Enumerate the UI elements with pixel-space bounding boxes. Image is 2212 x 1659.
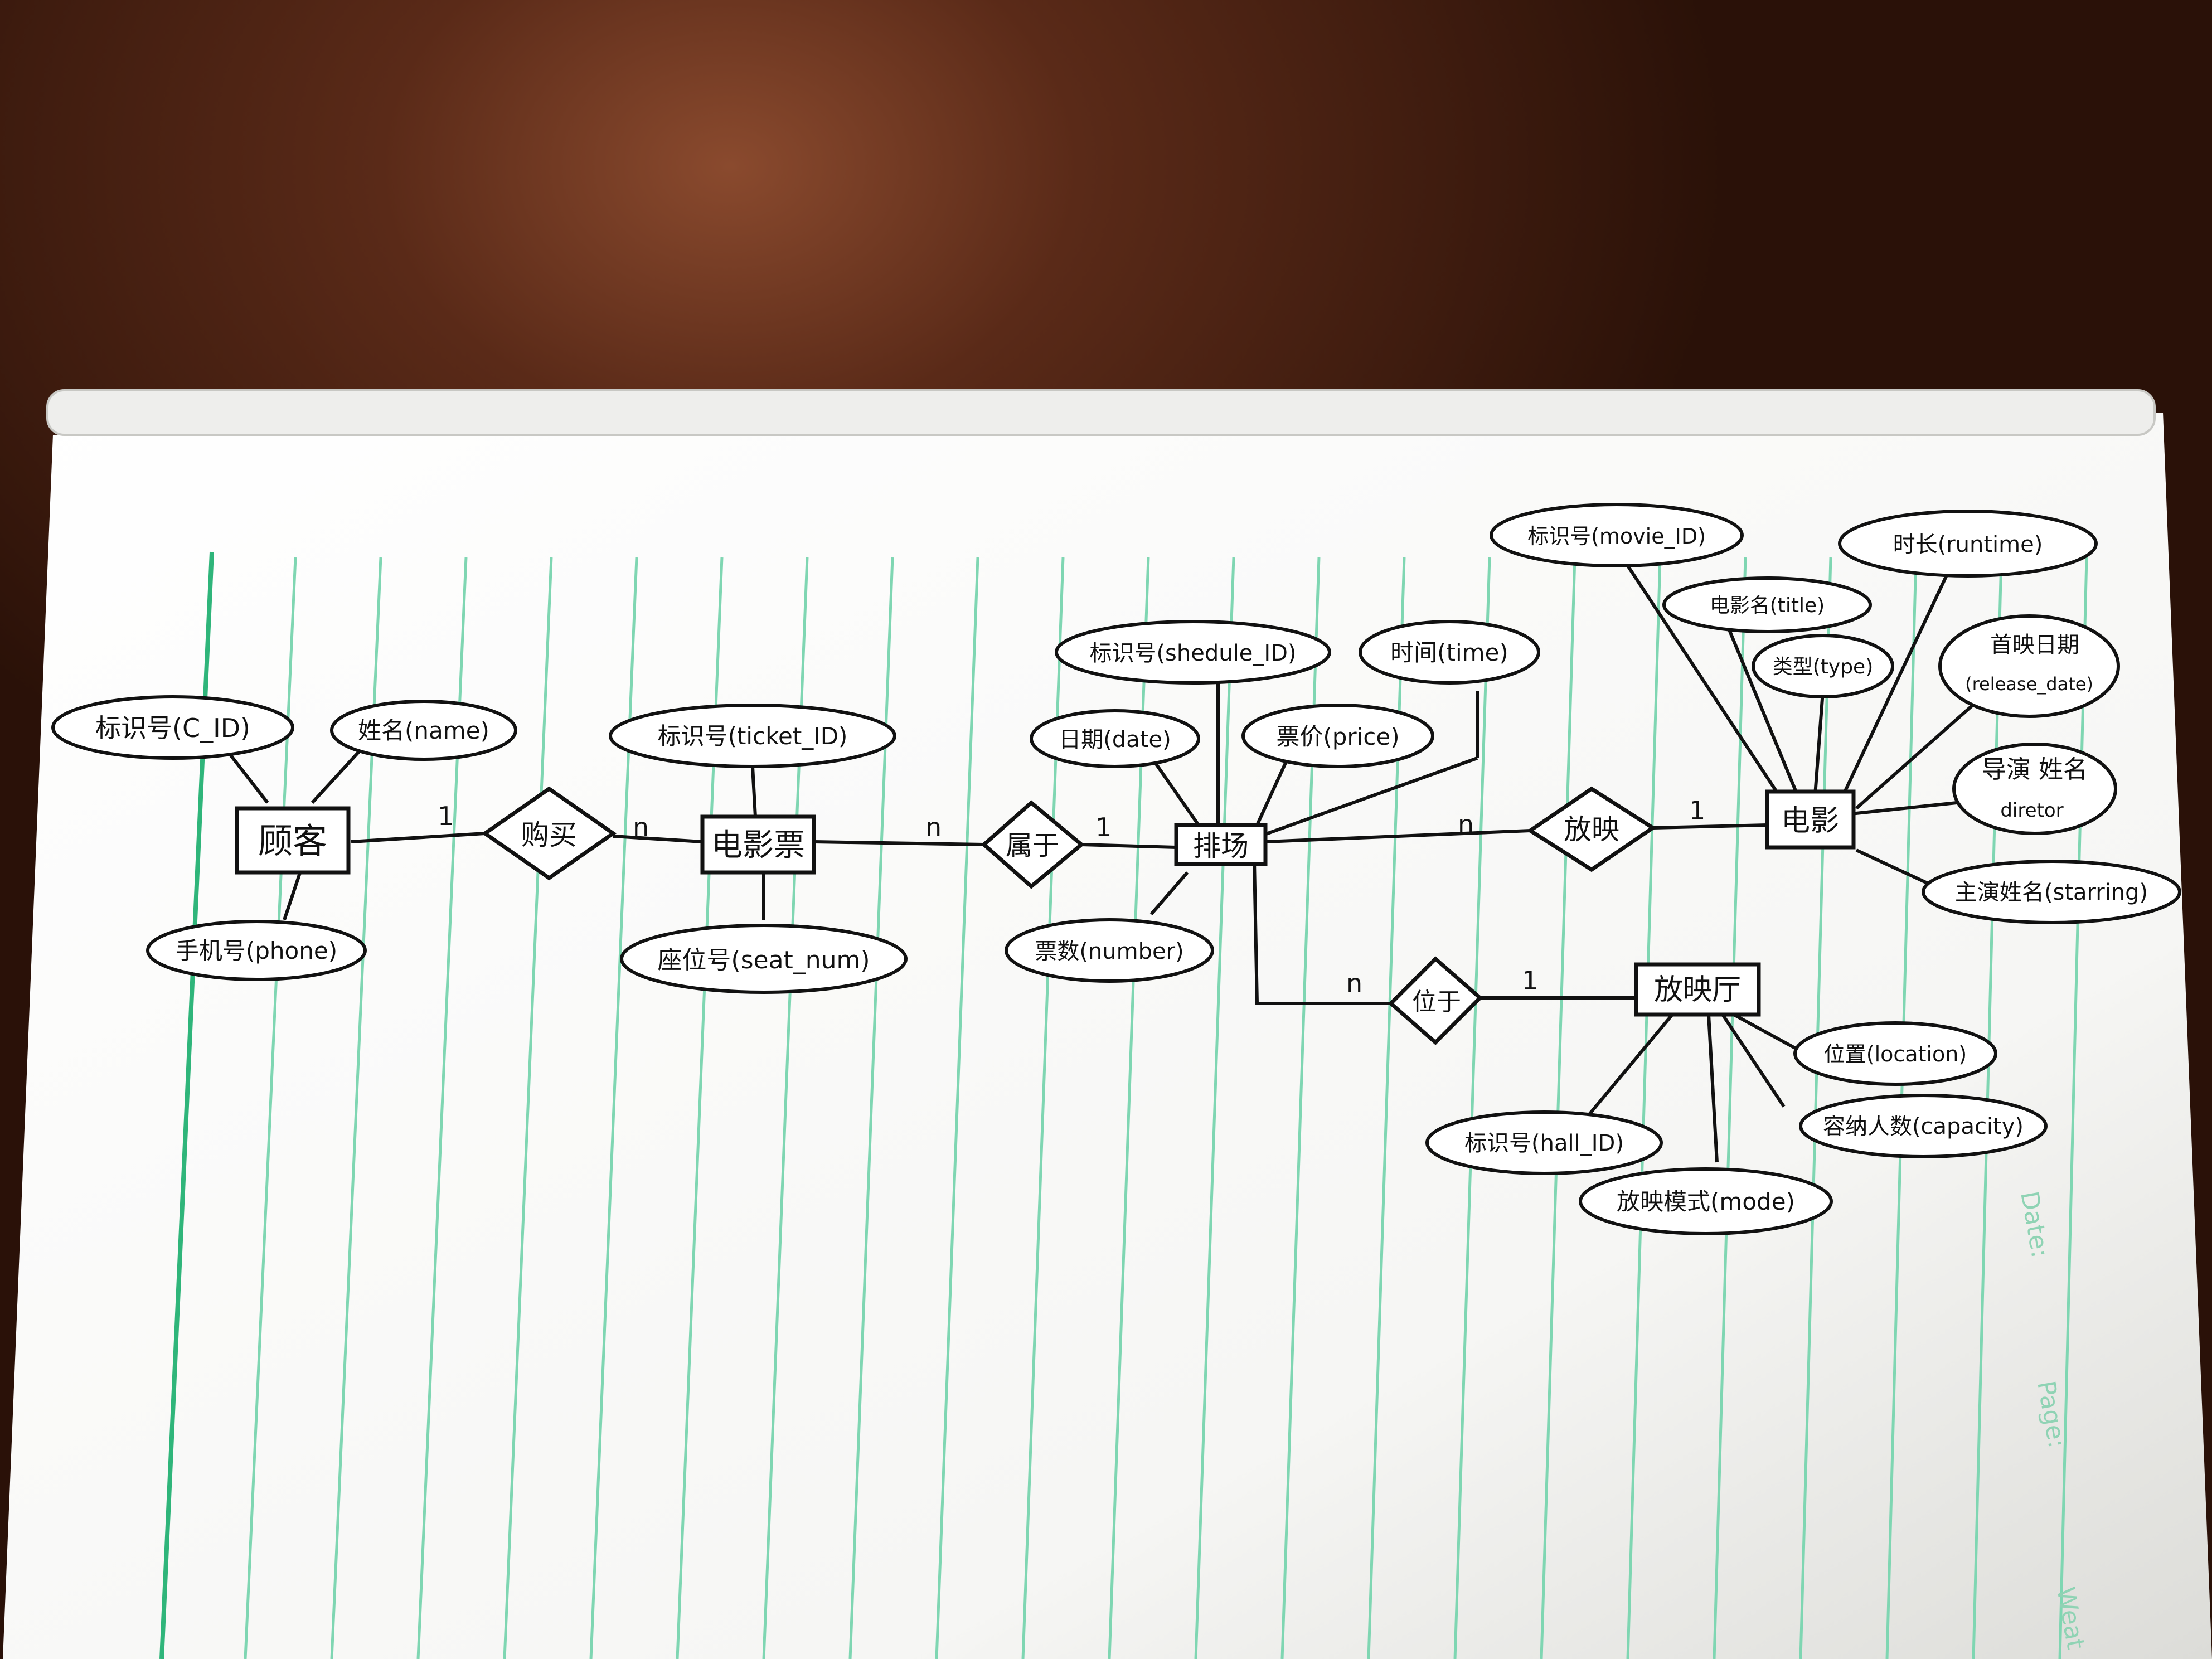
attr-schedule-time-oval [1359,620,1540,685]
attr-schedule-date: 日期(date) [1059,727,1171,753]
entity-hall: 放映厅 [1634,962,1761,1017]
attr-ticket-seat: 座位号(seat_num) [657,946,870,974]
attr-schedule-id-oval [1055,620,1331,685]
attr-customer-name: 姓名(name) [358,717,489,744]
attr-schedule-number: 票数(number) [1035,939,1183,964]
attr-customer-name-oval [330,700,517,761]
attr-movie-release-oval [1938,614,2120,718]
attr-movie-type-oval [1752,634,1894,698]
attr-customer-phone: 手机号(phone) [176,937,337,964]
cardinality-belong-schedule: 1 [1095,812,1112,842]
cardinality-belong-ticket: n [925,812,942,842]
attr-movie-starring-oval [1922,860,2181,924]
entity-customer-label: 顾客 [258,821,327,861]
attr-hall-mode-oval [1579,1167,1833,1235]
entity-ticket-label: 电影票 [711,827,805,864]
entity-schedule-label: 排场 [1193,830,1249,862]
ruled-line [2058,557,2088,1659]
relationship-buy-label: 购买 [521,819,577,851]
attr-movie-director-oval [1952,743,2117,835]
relationship-belong: 属于 [981,800,1085,889]
ruled-line [1194,557,1235,1659]
attr-ticket-seat-oval [620,924,908,994]
attr-movie-starring: 主演姓名(starring) [1955,880,2148,905]
relationship-screen: 放映 [1526,786,1657,872]
attr-movie-runtime-oval [1838,510,2098,578]
attr-movie-director-line2: diretor [2000,799,2063,822]
ruled-line [503,557,553,1659]
relationship-screen-label: 放映 [1564,813,1619,846]
ruled-line [1626,557,1662,1659]
attr-movie-director-line1: 导演 姓名 [1982,755,2088,784]
cardinality-buy-ticket: n [633,812,649,842]
attr-movie-release-line1: 首映日期 [1990,632,2079,658]
attr-hall-id: 标识号(hall_ID) [1464,1131,1624,1156]
ruled-line [1713,557,1747,1659]
attr-hall-location-oval [1793,1021,1997,1086]
attr-movie-id: 标识号(movie_ID) [1527,524,1706,549]
attr-movie-id-oval [1490,503,1744,567]
entity-customer: 顾客 [235,806,351,875]
attr-movie-title: 电影名(title) [1710,594,1825,617]
entity-schedule: 排场 [1174,823,1268,866]
entity-movie-label: 电影 [1781,804,1839,838]
attr-hall-id-oval [1425,1110,1663,1175]
cardinality-located-schedule: n [1346,968,1362,998]
attr-schedule-number-oval [1005,918,1214,983]
attr-hall-capacity: 容纳人数(capacity) [1823,1114,2024,1139]
relationship-belong-label: 属于 [1006,830,1059,861]
ruled-line [1799,557,1832,1659]
relationship-located-label: 位于 [1412,988,1461,1016]
entity-ticket: 电影票 [700,814,816,875]
attr-schedule-price: 票价(price) [1276,723,1399,750]
attr-movie-type: 类型(type) [1773,656,1874,678]
ruled-line [935,557,979,1659]
entity-movie: 电影 [1765,789,1856,850]
ruled-line [244,557,297,1659]
attr-schedule-time: 时间(time) [1390,639,1508,666]
relationship-buy: 购买 [481,786,617,881]
attr-movie-runtime: 时长(runtime) [1893,532,2043,557]
relationship-located: 位于 [1388,956,1483,1045]
attr-customer-id-oval [51,695,294,760]
attr-movie-title-oval [1662,576,1872,633]
ruled-line [1453,557,1491,1659]
cardinality-buy-customer: 1 [438,801,454,831]
attr-ticket-id-oval [609,704,896,768]
attr-hall-location: 位置(location) [1824,1042,1967,1066]
paper-fold [46,389,2156,436]
cardinality-located-hall: 1 [1522,966,1538,996]
notebook-paper [3,413,2212,1659]
attr-schedule-price-oval [1241,704,1434,768]
attr-hall-mode: 放映模式(mode) [1617,1188,1795,1215]
attr-customer-id: 标识号(C_ID) [95,713,250,743]
cardinality-screen-movie: 1 [1689,795,1705,826]
attr-ticket-id: 标识号(ticket_ID) [658,722,848,750]
attr-movie-release-line2: (release_date) [1965,673,2093,695]
attr-customer-phone-oval [146,920,367,981]
connections [227,565,1980,1163]
entity-hall-label: 放映厅 [1654,973,1741,1007]
attr-schedule-id: 标识号(shedule_ID) [1089,641,1296,666]
cardinality-screen-schedule: n [1458,809,1474,840]
attr-schedule-date-oval [1030,709,1200,768]
ruled-line [1540,557,1576,1659]
attr-hall-capacity-oval [1799,1094,2048,1158]
